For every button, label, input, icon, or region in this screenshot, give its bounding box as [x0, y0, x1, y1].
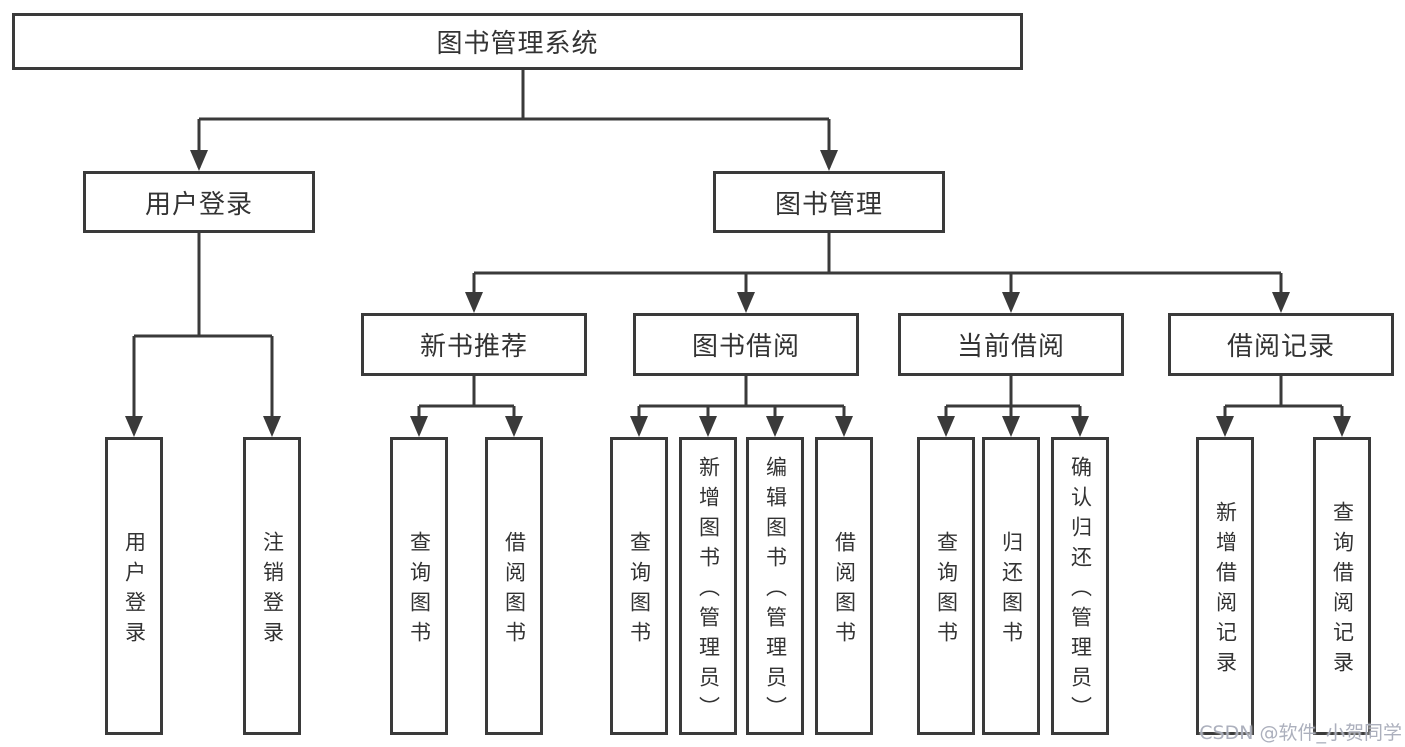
leaf-query-borrow-record: 查询借阅记录: [1313, 437, 1371, 735]
leaf-add-borrow-record: 新增借阅记录: [1196, 437, 1254, 735]
csdn-watermark: CSDN @软件_小贺同学: [1199, 722, 1402, 744]
leaf-confirm-return-admin: 确认归还（管理员）: [1051, 437, 1109, 735]
leaf-logout: 注销登录: [243, 437, 301, 735]
connector-borrow-records-to-leaves: [1216, 376, 1351, 437]
leaf-add-book-admin: 新增图书（管理员）: [679, 437, 737, 735]
leaf-query-books-recommend: 查询图书: [390, 437, 448, 735]
node-book-management: 图书管理: [713, 171, 945, 233]
node-new-book-recommend: 新书推荐: [361, 313, 587, 376]
leaf-edit-book-admin: 编辑图书（管理员）: [746, 437, 804, 735]
node-library-management-system: 图书管理系统: [12, 13, 1023, 70]
leaf-borrow-books: 借阅图书: [815, 437, 873, 735]
node-user-login: 用户登录: [83, 171, 315, 233]
node-book-borrow: 图书借阅: [633, 313, 859, 376]
connector-root-to-level2: [190, 69, 838, 171]
connector-user-login-to-leaves: [125, 233, 281, 437]
leaf-query-books-borrow: 查询图书: [610, 437, 668, 735]
node-current-borrow: 当前借阅: [898, 313, 1124, 376]
connector-book-borrow-to-leaves: [630, 376, 853, 437]
node-borrow-records: 借阅记录: [1168, 313, 1394, 376]
connector-book-management-to-level3: [465, 232, 1290, 313]
leaf-query-books-current: 查询图书: [917, 437, 975, 735]
leaf-borrow-books-recommend: 借阅图书: [485, 437, 543, 735]
leaf-return-book: 归还图书: [982, 437, 1040, 735]
connector-current-borrow-to-leaves: [937, 376, 1089, 437]
connector-new-book-recommend-to-leaves: [410, 376, 523, 437]
leaf-user-login: 用户登录: [105, 437, 163, 735]
